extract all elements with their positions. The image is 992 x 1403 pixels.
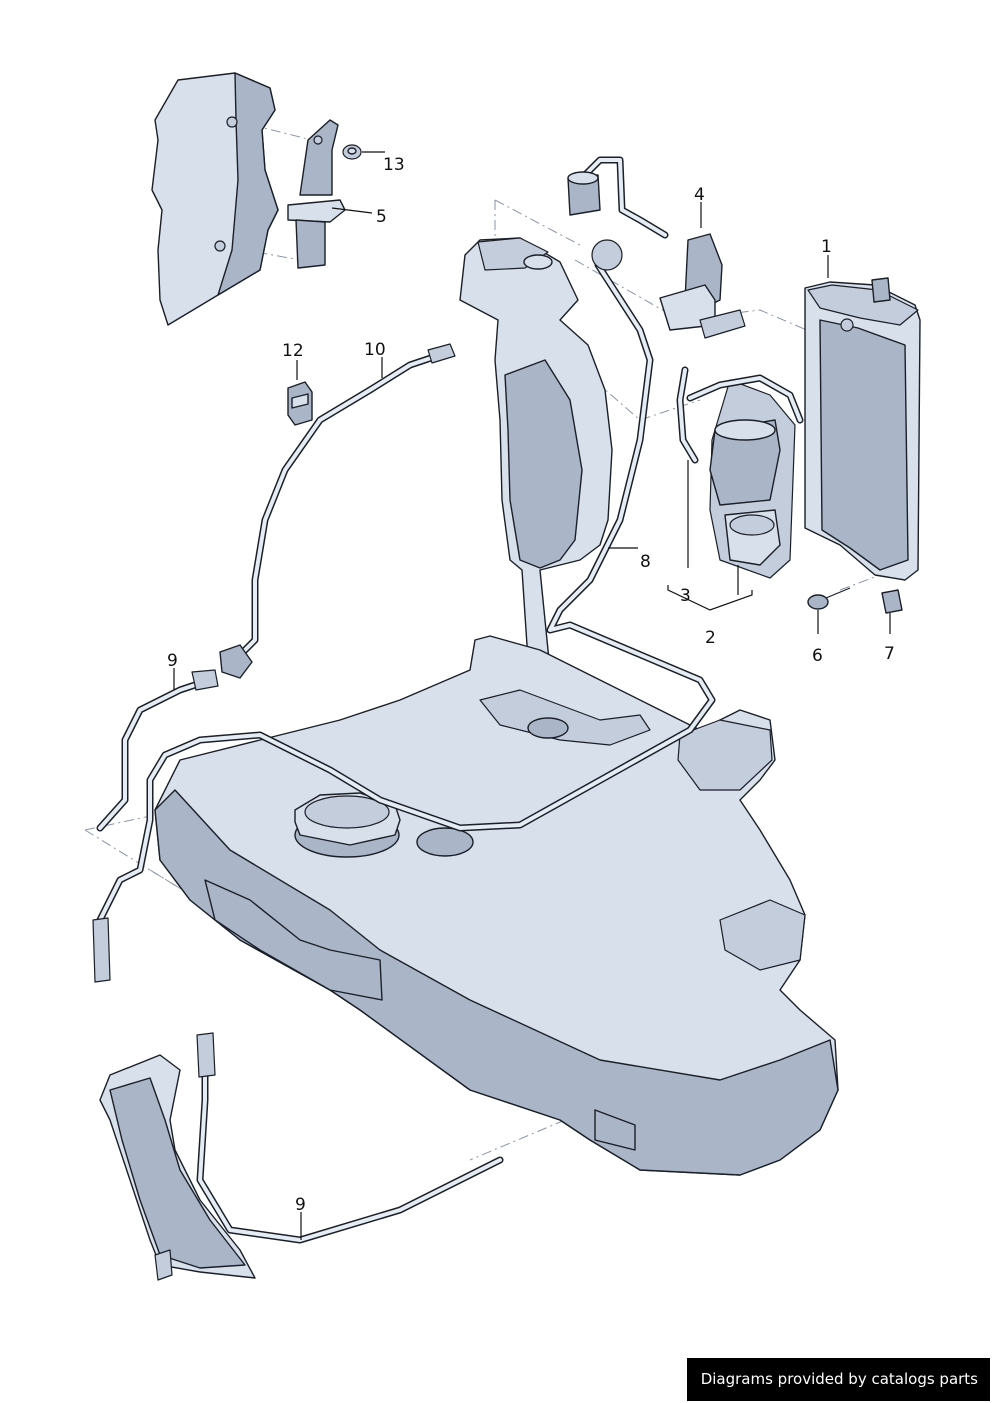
part-9-hose-lower bbox=[196, 1032, 504, 1244]
part-9-hose-upper bbox=[96, 669, 219, 832]
callout-5: 5 bbox=[376, 207, 387, 227]
part-4-valve-assembly bbox=[567, 156, 746, 339]
bracket-panel bbox=[151, 72, 279, 326]
part-6-screw bbox=[807, 587, 851, 610]
filler-neck-panel bbox=[459, 237, 613, 691]
leader-lines bbox=[173, 151, 891, 1240]
callout-12: 12 bbox=[282, 341, 304, 361]
part-3-hose bbox=[676, 366, 699, 464]
callout-9-upper: 9 bbox=[167, 651, 178, 671]
part-12-clip bbox=[287, 381, 313, 426]
part-7-clip bbox=[881, 589, 903, 614]
lower-panel bbox=[99, 1054, 256, 1281]
part-8-vent-line bbox=[92, 261, 716, 983]
fuel-tank bbox=[154, 635, 839, 1176]
credit-banner: Diagrams provided by catalogs parts bbox=[686, 1358, 990, 1401]
part-1-canister bbox=[804, 277, 921, 581]
callout-9-lower: 9 bbox=[295, 1195, 306, 1215]
callout-numbers: 1 2 3 4 5 6 7 8 9 9 10 12 13 bbox=[167, 155, 895, 1215]
part-13-nut bbox=[342, 144, 362, 160]
part-5-holder bbox=[287, 119, 346, 269]
callout-10: 10 bbox=[364, 340, 386, 360]
part-2-pump-assembly bbox=[686, 374, 804, 579]
callout-4: 4 bbox=[694, 185, 705, 205]
part-10-hose bbox=[219, 343, 456, 679]
callout-7: 7 bbox=[884, 644, 895, 664]
callout-13: 13 bbox=[383, 155, 405, 175]
callout-6: 6 bbox=[812, 646, 823, 666]
callout-2: 2 bbox=[705, 628, 716, 648]
callout-1: 1 bbox=[821, 237, 832, 257]
callout-3: 3 bbox=[680, 586, 691, 606]
callout-8: 8 bbox=[640, 552, 651, 572]
fuel-filler-ring bbox=[294, 792, 401, 858]
